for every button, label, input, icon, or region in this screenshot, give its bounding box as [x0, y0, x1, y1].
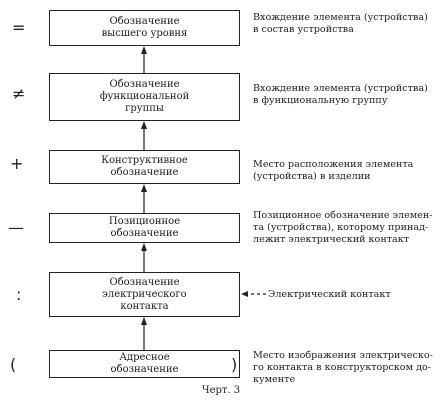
arrowhead-1-to-0	[141, 46, 147, 54]
desc-higher-level: Вхождение элемента (устройства) в состав…	[253, 12, 428, 35]
symbol-close-paren: )	[231, 355, 238, 374]
arrowhead-5-to-4	[141, 317, 147, 325]
box-constructive: Конструктивное обозначение	[49, 150, 240, 184]
arrowhead-2-to-1	[141, 121, 147, 129]
box-functional-group: Обозначение функциональной группы	[49, 73, 240, 121]
symbol-equals: =	[12, 18, 26, 37]
symbol-plus: +	[10, 154, 24, 173]
desc-constructive: Место расположения элемента (устройства)…	[253, 159, 414, 182]
arrowhead-3-to-2	[141, 184, 147, 192]
box-higher-level: Обозначение высшего уровня	[49, 10, 240, 46]
desc-address: Место изображения электрическо- го конта…	[253, 350, 433, 385]
arrowhead-4-to-3	[141, 243, 147, 251]
contact-leader-arrowhead	[241, 291, 248, 297]
box-electrical-contact: Обозначение электрического контакта	[49, 272, 240, 317]
symbol-not-equals: ≠	[12, 84, 26, 103]
desc-positional: Позиционное обозначение элемен- та (устр…	[253, 210, 433, 245]
desc-functional-group: Вхождение элемента (устройства) в функци…	[253, 83, 428, 106]
desc-electrical-contact: Электрический контакт	[268, 289, 391, 300]
symbol-open-paren: (	[10, 355, 17, 374]
box-address: Адресное обозначение	[49, 350, 240, 378]
figure-caption: Черт. 3	[201, 385, 241, 396]
box-positional: Позиционное обозначение	[49, 213, 240, 243]
symbol-dash: —	[8, 218, 24, 237]
symbol-colon: :	[16, 285, 22, 304]
